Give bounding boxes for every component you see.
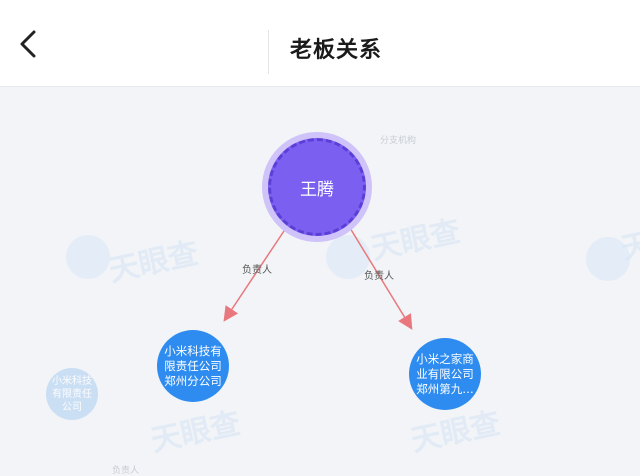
company-node[interactable]: 小米科技有限责任公司郑州分公司 <box>157 330 229 402</box>
company-name: 小米之家商业有限公司郑州第九… <box>416 351 474 396</box>
back-arrow-icon[interactable] <box>14 30 42 58</box>
watermark-logo-icon <box>326 235 370 279</box>
person-node[interactable]: 王腾 <box>268 138 366 236</box>
company-name: 小米科技有限责任公司郑州分公司 <box>164 343 222 388</box>
company-name: 小米科技有限责任公司 <box>52 375 92 413</box>
graph-edges: 负责人 负责人 <box>223 227 413 330</box>
ghost-edge-label: 分支机构 <box>380 136 417 146</box>
company-node[interactable]: 小米之家商业有限公司郑州第九… <box>409 338 481 410</box>
watermark-logo-icon <box>66 235 110 279</box>
company-node-faded[interactable]: 小米科技有限责任公司 <box>46 368 98 420</box>
page-title: 老板关系 <box>290 38 383 63</box>
header-divider <box>268 30 269 74</box>
edge-label: 负责人 <box>364 269 394 282</box>
watermark-logo-icon <box>586 237 630 281</box>
edge-line <box>223 227 287 322</box>
relationship-graph[interactable]: 天眼查 天眼查 天眼查 天眼查 天眼查 分支机构 负责人 负责人 负责人 小米科… <box>0 87 640 476</box>
top-bar: 老板关系 <box>0 0 640 87</box>
ghost-edge-label: 负责人 <box>112 466 140 476</box>
edge-line <box>349 227 413 330</box>
person-name: 王腾 <box>300 179 334 200</box>
edge-label: 负责人 <box>242 263 272 276</box>
